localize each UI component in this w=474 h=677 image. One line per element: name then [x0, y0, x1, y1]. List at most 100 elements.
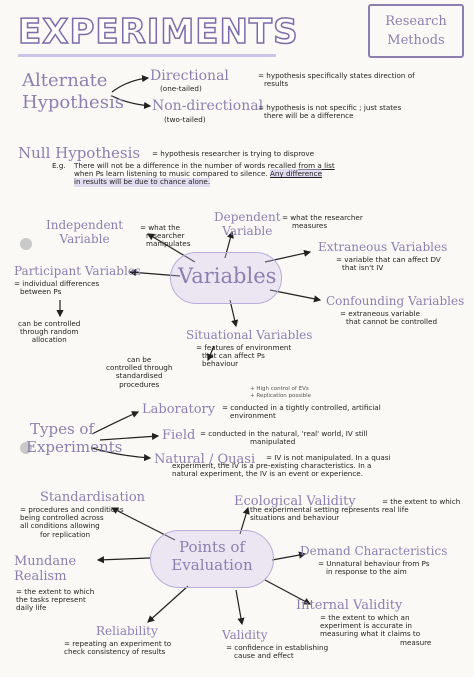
laboratory-definition: = conducted in a tightly controlled, art…	[222, 403, 381, 421]
mundane-line-1: Mundane	[14, 554, 77, 569]
title-underline	[18, 54, 276, 57]
field-def-1: = conducted in the natural, 'real' world…	[200, 429, 368, 438]
standardisation-definition: = procedures and conditions being contro…	[20, 505, 124, 539]
field-def-2: manipulated	[250, 437, 296, 447]
iv-definition: = what the researcher manipulates	[140, 223, 191, 249]
standardisation-def-4: for replication	[40, 529, 91, 539]
evaluation-center: Points of Evaluation	[162, 538, 262, 574]
situational-ctrl-4: procedures	[119, 379, 160, 389]
independent-variable-heading: Independent Variable	[46, 218, 123, 246]
dv-def-2: measures	[292, 221, 328, 231]
iv-line-2: Variable	[59, 232, 110, 246]
field-definition: = conducted in the natural, 'real' world…	[200, 429, 368, 447]
natural-definition: = IV is not manipulated. In a quasi expe…	[172, 453, 391, 479]
validity-definition: = confidence in establishing cause and e…	[226, 643, 329, 661]
iv-line-1: Independent	[46, 218, 124, 232]
types-of-experiments-heading: Types of Experiments	[26, 420, 122, 456]
eg-line-2a: when Ps learn listening to music compare…	[74, 169, 268, 179]
directional-def-line-2: results	[264, 79, 289, 89]
situational-definition: = features of environment that can affec…	[196, 343, 292, 369]
lab-note-2: + Replication possible	[250, 393, 312, 399]
participant-ctrl-1: can be controlled	[18, 319, 81, 328]
situational-variables-heading: Situational Variables	[186, 328, 313, 342]
directional-sub: (one-tailed)	[160, 84, 202, 93]
nondirectional-def-line-2: there will be a difference	[264, 111, 354, 121]
hole-punch-top	[20, 238, 32, 250]
directional-definition: = hypothesis specifically states directi…	[258, 71, 415, 89]
extraneous-variables-heading: Extraneous Variables	[318, 240, 448, 254]
situational-def-1: = features of environment	[196, 343, 292, 352]
types-line-2: Experiments	[26, 438, 123, 456]
alt-line-1: Alternate	[22, 70, 108, 91]
internal-def-2: experiment is accurate in	[320, 621, 412, 631]
demand-def-1: = Unnatural behaviour from Ps	[318, 559, 430, 568]
participant-definition: = individual differences between Ps	[14, 279, 99, 297]
mundane-def-2: the tasks represent	[16, 595, 86, 605]
null-hypothesis-heading: Null Hypothesis	[18, 144, 141, 162]
mundane-line-2: Realism	[14, 569, 67, 584]
reliability-definition: = repeating an experiment to check consi…	[64, 639, 172, 657]
reliability-def-1: = repeating an experiment to	[64, 639, 172, 648]
confounding-variables-heading: Confounding Variables	[326, 294, 465, 308]
demand-definition: = Unnatural behaviour from Ps in respons…	[318, 559, 430, 577]
iv-def-1: = what the	[140, 223, 181, 232]
field-heading: Field	[162, 428, 196, 443]
internal-def-1: = the extent to which an	[320, 613, 410, 622]
participant-control: can be controlled through random allocat…	[18, 319, 81, 345]
types-line-1: Types of	[30, 420, 95, 438]
dv-line-1: Dependent	[214, 210, 281, 224]
reliability-heading: Reliability	[96, 624, 158, 638]
topic-line-2: Methods	[387, 33, 445, 48]
standardisation-heading: Standardisation	[40, 490, 146, 505]
hole-punch-bottom	[20, 442, 32, 454]
situational-control: can be controlled through standardised p…	[106, 355, 173, 389]
dv-line-2: Variable	[222, 224, 273, 238]
participant-ctrl-2: through random	[19, 327, 79, 337]
ecological-def-2: the experimental setting represents real…	[250, 505, 409, 515]
natural-def-2: experiment, the IV is a pre-existing cha…	[172, 461, 372, 471]
validity-heading: Validity	[222, 628, 268, 642]
lab-note-1: + High control of EVs	[250, 386, 309, 392]
demand-characteristics-heading: Demand Characteristics	[300, 544, 448, 558]
ecological-def-1: = the extent to which	[382, 497, 461, 506]
variables-cloud	[170, 252, 282, 304]
ext-def-1: = variable that can affect DV	[336, 255, 441, 264]
validity-def-1: = confidence in establishing	[226, 643, 329, 652]
mundane-def-3: daily life	[16, 603, 47, 613]
confounding-def-2: that cannot be controlled	[346, 317, 438, 327]
page-title: EXPERIMENTS	[17, 11, 299, 53]
ecological-definition: = the extent to which the experimental s…	[250, 497, 461, 523]
situational-def-3: behaviour	[202, 359, 239, 369]
internal-definition: = the extent to which an experiment is a…	[320, 613, 431, 647]
topic-box: Research Methods	[368, 4, 464, 58]
lab-def-2: environment	[230, 411, 276, 421]
eg-line-3: in results will be due to chance alone.	[74, 177, 211, 187]
nondirectional-sub: (two-tailed)	[164, 115, 206, 124]
situational-ctrl-2: controlled through	[106, 363, 173, 373]
iv-def-3: manipulates	[146, 239, 191, 249]
extraneous-definition: = variable that can affect DV that isn't…	[336, 255, 441, 272]
eval-center-line-1: Points of	[178, 538, 246, 556]
validity-def-2: cause and effect	[234, 651, 294, 661]
demand-def-2: in response to the aim	[326, 567, 407, 577]
eg-line-1a: There will not be a difference in the nu…	[74, 161, 297, 170]
iv-def-2: researcher	[146, 231, 185, 241]
laboratory-heading: Laboratory	[142, 402, 216, 417]
dv-def-1: = what the researcher	[282, 213, 363, 222]
eval-center-line-2: Evaluation	[171, 556, 253, 574]
participant-variables-heading: Participant Variables	[14, 264, 142, 278]
nondirectional-def-line-1: = hypothesis is not specific ; just stat…	[258, 103, 402, 112]
reliability-def-2: check consistency of results	[64, 647, 166, 657]
null-example: There will not be a difference in the nu…	[74, 161, 464, 187]
mundane-definition: = the extent to which the tasks represen…	[16, 587, 94, 613]
lab-def-1: = conducted in a tightly controlled, art…	[222, 403, 381, 412]
dv-definition: = what the researcher measures	[282, 213, 363, 231]
eg-line-2b: Any difference	[269, 169, 323, 179]
nondirectional-definition: = hypothesis is not specific ; just stat…	[258, 103, 402, 121]
participant-def-2: between Ps	[20, 287, 62, 297]
natural-def-1: = IV is not manipulated. In a quasi	[266, 453, 391, 462]
null-hypothesis-definition: = hypothesis researcher is trying to dis…	[152, 149, 315, 158]
topic-line-1: Research	[385, 14, 447, 29]
directional-def-line-1: = hypothesis specifically states directi…	[258, 71, 415, 80]
confounding-def-1: = extraneous variable	[340, 309, 420, 318]
